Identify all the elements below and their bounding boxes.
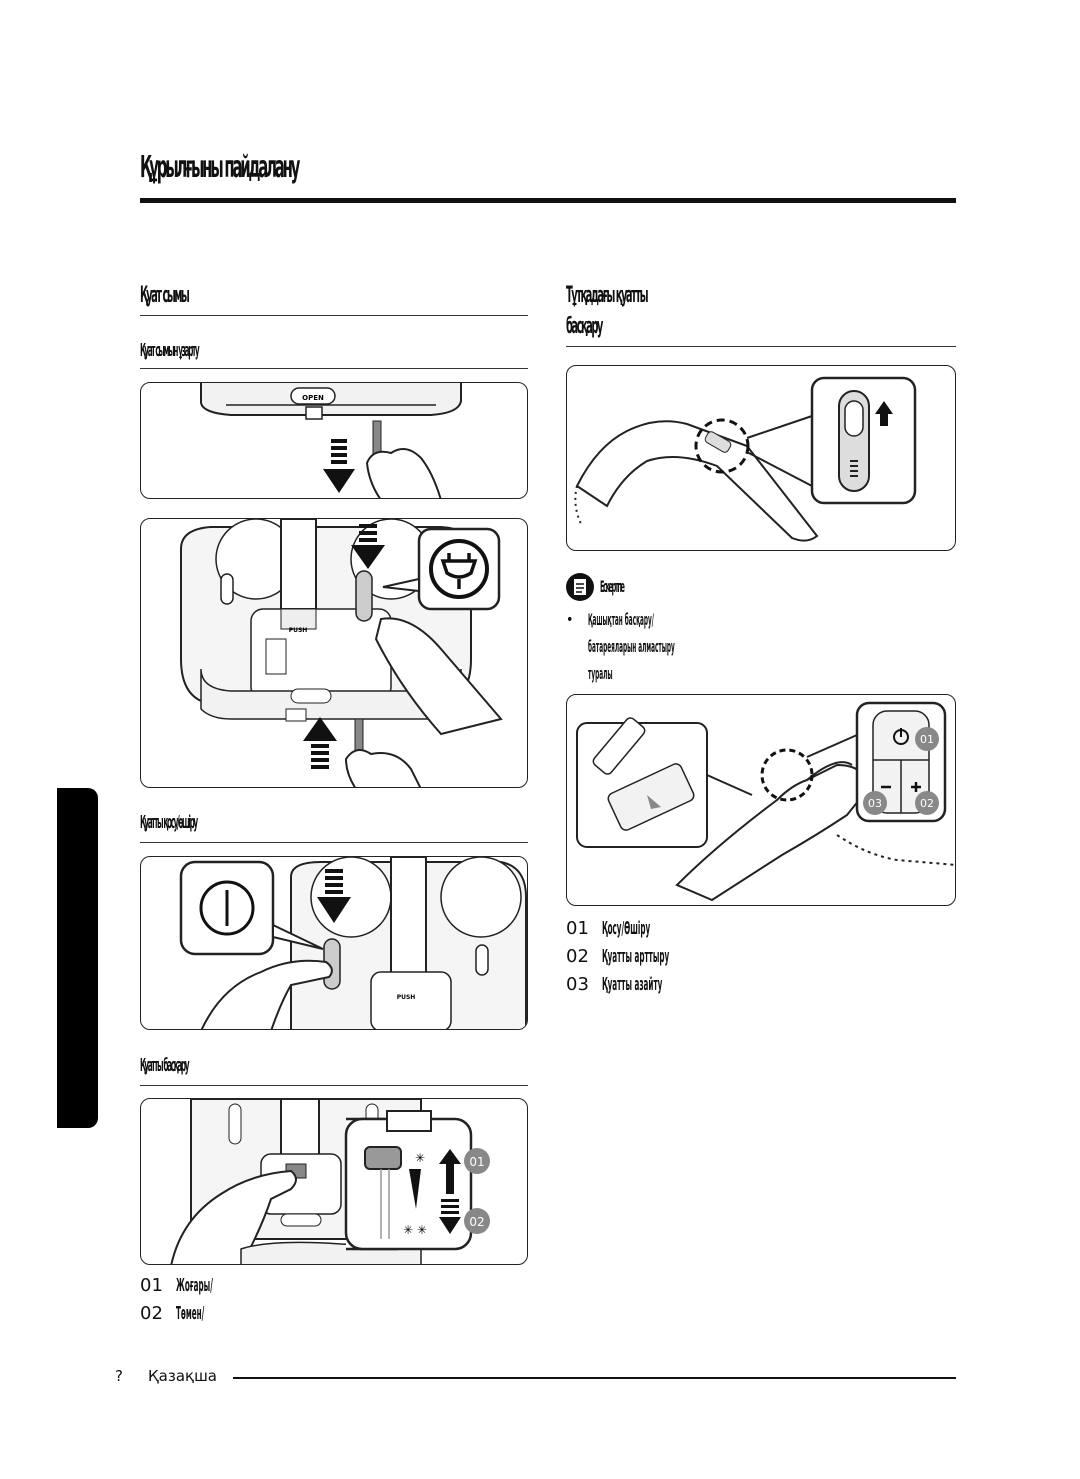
step-num: 02	[566, 946, 589, 967]
remote-label-03: 03	[868, 797, 882, 810]
figure-cord-rewind: PUSH	[140, 518, 528, 788]
remote-label-02: 02	[920, 797, 934, 810]
open-label: OPEN	[302, 394, 324, 402]
step-02: 02 Төмен/	[140, 1303, 247, 1324]
figure-remote-handle: 01 03 02	[566, 694, 956, 906]
step-text: Төмен/	[176, 1303, 205, 1324]
control-label-02: 02	[469, 1215, 484, 1229]
step-01: 01 Жоғары/	[140, 1275, 268, 1296]
note-line-3: туралы	[588, 664, 613, 683]
section-power-cord-title: Қуат сымы	[140, 283, 190, 308]
figure-cord-pull: OPEN	[140, 382, 528, 499]
note-label: Ескертпе	[600, 577, 625, 596]
divider	[140, 368, 528, 369]
step-num: 01	[566, 918, 589, 939]
step-num: 01	[140, 1275, 163, 1296]
figure-power-slider: ✳ ✳ ✳ 01 02	[140, 1098, 528, 1265]
svg-text:✳ ✳: ✳ ✳	[403, 1223, 427, 1237]
bullet-icon: •	[566, 612, 574, 628]
step-01: 01 Қосу/Өшіру	[566, 918, 723, 939]
step-text: Қосу/Өшіру	[602, 918, 651, 939]
step-text: Жоғары/	[176, 1275, 213, 1296]
section-power-control-title: Қуатты басқару	[140, 1055, 189, 1076]
chapter-side-tab	[57, 788, 98, 1128]
divider	[140, 842, 528, 843]
section-power-onoff-title: Қуатты қосу/өшіру	[140, 812, 198, 833]
divider	[566, 346, 956, 347]
push-label: PUSH	[289, 627, 308, 634]
page-title: Құрылғыны пайдалану	[140, 150, 300, 185]
footer-language: Қазақша	[148, 1367, 217, 1385]
footer-page-number: ?	[115, 1367, 123, 1385]
step-num: 02	[140, 1303, 163, 1324]
section-handle-control-title: Тұтқадағы қуатты	[566, 283, 649, 308]
section-cord-extend-subtitle: Қуат сымын ұзарту	[140, 340, 200, 361]
note-icon	[566, 573, 594, 601]
step-num: 03	[566, 974, 589, 995]
divider	[140, 315, 528, 316]
remote-label-01: 01	[920, 733, 934, 746]
control-label-01: 01	[469, 1155, 484, 1169]
push-label-2: PUSH	[397, 994, 416, 1001]
step-text: Қуатты азайту	[602, 974, 663, 995]
step-02: 02 Қуатты арттыру	[566, 946, 770, 967]
figure-handle-slider	[566, 365, 956, 551]
svg-text:✳: ✳	[415, 1151, 425, 1165]
note-line-2: батареяларын алмастыру	[588, 637, 675, 656]
section-handle-control-title-line2: басқару	[566, 314, 603, 339]
note-line-1: Қашықтан басқару/	[588, 610, 654, 629]
divider	[140, 1085, 528, 1086]
footer-rule	[233, 1377, 956, 1379]
step-text: Қуатты арттыру	[602, 946, 670, 967]
step-03: 03 Қуатты азайту	[566, 974, 753, 995]
title-rule	[140, 198, 956, 203]
figure-power-button: PUSH	[140, 856, 528, 1030]
